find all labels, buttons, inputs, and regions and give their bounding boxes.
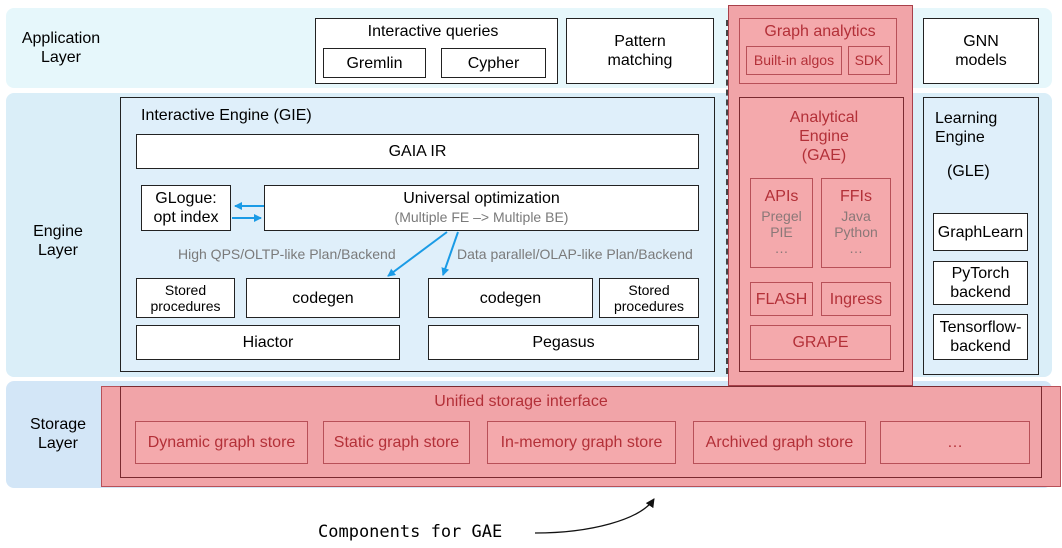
arrow-opt-to-codegen-left (387, 231, 448, 277)
ingress-box: Ingress (821, 282, 891, 316)
dynamic-graph-store-box: Dynamic graph store (135, 421, 308, 464)
apis-sub: Pregel PIE … (761, 208, 802, 256)
caption-curved-arrow (534, 498, 655, 534)
caption-text: Components for GAE (318, 522, 503, 542)
glogue-box: GLogue: opt index (141, 185, 231, 231)
archived-graph-store-box: Archived graph store (693, 421, 866, 464)
apis-label: APIs (764, 188, 799, 205)
hiactor-box: Hiactor (136, 325, 400, 360)
gae-title: Analytical Engine (GAE) (789, 109, 859, 164)
ffis-box (821, 178, 891, 268)
gaia-ir-box: GAIA IR (136, 134, 699, 169)
ffis-sub: Java Python … (834, 208, 878, 256)
engine-layer-label: Engine Layer (33, 223, 83, 259)
sdk-box: SDK (848, 46, 890, 75)
cypher-box: Cypher (441, 48, 546, 78)
ffis-label: FFIs (840, 188, 872, 205)
flash-box: FLASH (750, 282, 813, 316)
dashed-separator (726, 20, 728, 374)
universal-optimization-sub: (Multiple FE –> Multiple BE) (394, 209, 569, 225)
pattern-matching-box: Pattern matching (566, 18, 714, 84)
high-qps-label: High QPS/OLTP-like Plan/Backend (178, 246, 396, 262)
interactive-queries-label: Interactive queries (367, 23, 499, 40)
data-parallel-label: Data parallel/OLAP-like Plan/Backend (457, 246, 693, 262)
arrow-opt-to-codegen-right (441, 231, 459, 276)
storage-more-box: … (880, 421, 1030, 464)
universal-optimization-box (264, 185, 699, 231)
storage-layer-label: Storage Layer (29, 416, 87, 452)
gle-subtitle: (GLE) (947, 163, 990, 180)
static-graph-store-box: Static graph store (323, 421, 470, 464)
grape-box: GRAPE (750, 325, 891, 360)
gle-title: Learning Engine (935, 110, 998, 146)
tensorflow-box: Tensorflow- backend (933, 314, 1028, 360)
universal-optimization-label: Universal optimization (403, 190, 560, 207)
pegasus-box: Pegasus (428, 325, 699, 360)
apis-box (750, 178, 813, 268)
builtin-algos-box: Built-in algos (746, 46, 842, 75)
application-layer-label: Application Layer (21, 30, 101, 66)
graphlearn-box: GraphLearn (933, 213, 1028, 251)
pytorch-box: PyTorch backend (933, 261, 1028, 305)
stored-procedures-right-box: Stored procedures (599, 278, 699, 318)
codegen-right-box: codegen (428, 278, 593, 318)
in-memory-graph-store-box: In-memory graph store (487, 421, 676, 464)
gremlin-box: Gremlin (323, 48, 426, 78)
unified-storage-title: Unified storage interface (434, 393, 608, 410)
gnn-models-box: GNN models (923, 18, 1039, 84)
stored-procedures-left-box: Stored procedures (136, 278, 235, 318)
graph-analytics-label: Graph analytics (764, 23, 876, 40)
codegen-left-box: codegen (246, 278, 400, 318)
gie-title: Interactive Engine (GIE) (141, 107, 312, 124)
storage-inner-panel (120, 386, 1042, 478)
